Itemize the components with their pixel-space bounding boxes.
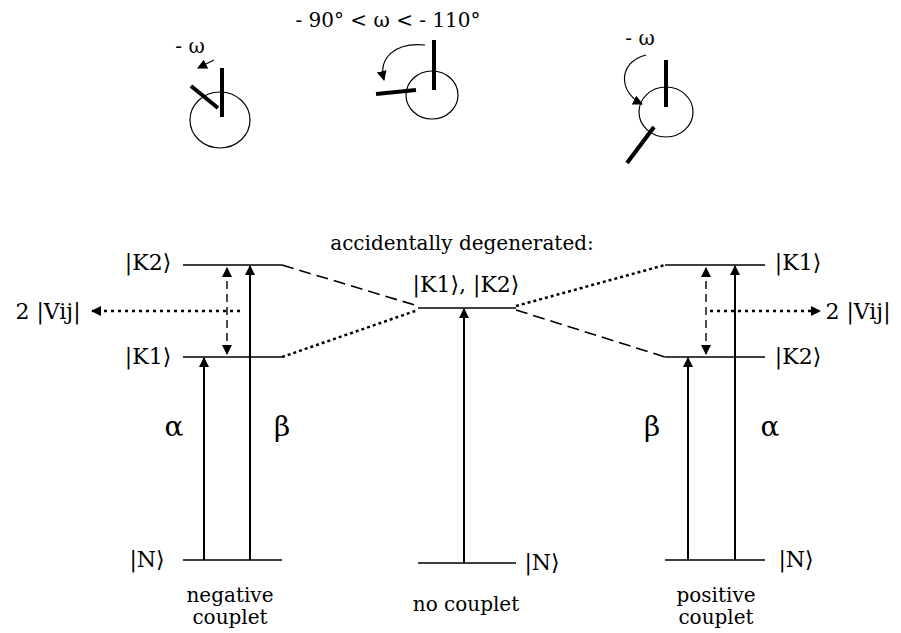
angle-label: - ω <box>175 35 204 57</box>
transition-label: α <box>165 412 184 443</box>
coupling-label: 2 |Vij| <box>825 300 890 324</box>
state-label: |N⟩ <box>524 551 559 575</box>
energy-levels <box>183 265 765 563</box>
state-label: |K1⟩ <box>775 251 821 275</box>
state-label: |K1⟩ <box>125 345 171 369</box>
degeneracy-note: accidentally degenerated: <box>330 232 594 254</box>
couplet-caption: negative couplet <box>175 584 285 628</box>
angle-range-label: - 90° < ω < - 110° <box>295 9 480 31</box>
correlation-lines <box>282 265 665 357</box>
angle-label: - ω <box>625 27 654 49</box>
state-label: |N⟩ <box>129 548 164 572</box>
transition-label: β <box>644 412 660 443</box>
state-label: |K2⟩ <box>125 251 171 275</box>
state-label: |K2⟩ <box>775 345 821 369</box>
state-label: |N⟩ <box>778 548 813 572</box>
rotor-sketches <box>190 40 693 163</box>
couplet-caption: positive couplet <box>661 584 771 628</box>
transition-arrows <box>204 266 735 563</box>
transition-label: α <box>761 412 780 443</box>
state-label: |K1⟩, |K2⟩ <box>413 273 520 297</box>
transition-label: β <box>274 412 290 443</box>
coupling-label: 2 |Vij| <box>15 300 80 324</box>
couplet-caption: no couplet <box>413 593 519 615</box>
splitting-arrows <box>92 268 820 354</box>
